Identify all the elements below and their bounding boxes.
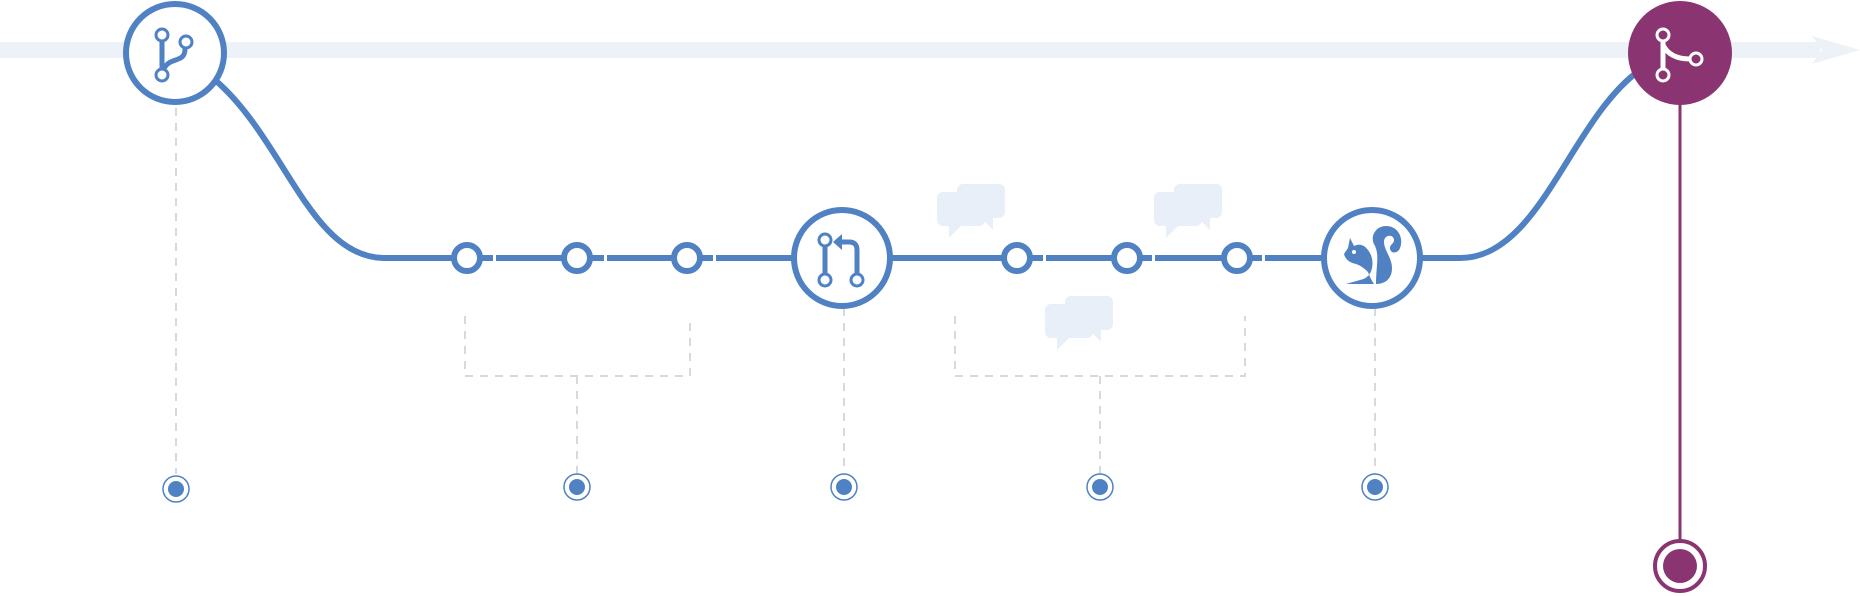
speech-bubble-icon: [1174, 184, 1222, 230]
squirrel-icon: [1344, 226, 1402, 284]
main-branch-track: [0, 36, 1860, 64]
commit-dot: [1001, 242, 1033, 274]
merge-disc: [1628, 1, 1732, 105]
deploy-ring: [1321, 207, 1423, 309]
pull-request: [791, 207, 893, 309]
marker-discuss-review: [1086, 473, 1114, 501]
review-2: [1111, 242, 1143, 274]
branch-start: [123, 1, 227, 105]
deploy: [1321, 207, 1423, 309]
commit-dot: [671, 242, 703, 274]
commit-dot: [1111, 242, 1143, 274]
gap-5: [1152, 254, 1155, 262]
git-merge-icon: [1655, 27, 1704, 83]
comment-bubbles-1: [937, 184, 1005, 238]
speech-bubble-icon: [957, 184, 1005, 230]
commit-1: [451, 242, 483, 274]
main-track-arrowhead: [1812, 36, 1860, 64]
dashed-connectors: [175, 108, 1376, 474]
gap-2: [604, 254, 607, 262]
git-branch-icon: [154, 27, 194, 83]
marker-open-pull-request: [830, 473, 858, 501]
gap-6: [1262, 254, 1265, 262]
marker-merge: [1653, 539, 1707, 593]
marker-deploy: [1361, 473, 1389, 501]
review-3: [1221, 242, 1253, 274]
comment-bubbles-3: [1045, 296, 1113, 350]
feature-branch-path: [212, 67, 1643, 261]
marker-add-commits: [563, 473, 591, 501]
commit-dot: [451, 242, 483, 274]
branch-start-ring: [123, 1, 227, 105]
bracket-reviews: [954, 316, 1246, 377]
marker-create-branch: [162, 475, 190, 503]
pull-request-icon: [817, 232, 865, 288]
segment-gaps: [493, 254, 1265, 262]
review-1: [1001, 242, 1033, 274]
pull-request-ring: [791, 207, 893, 309]
comment-bubbles-2: [1154, 184, 1222, 238]
commit-2: [561, 242, 593, 274]
gap-4: [1043, 254, 1046, 262]
speech-bubble-icon: [1065, 296, 1113, 342]
bracket-commits: [464, 316, 691, 377]
commit-dot: [561, 242, 593, 274]
commit-dot: [1221, 242, 1253, 274]
gap-1: [493, 254, 496, 262]
merge: [1628, 1, 1732, 105]
commit-3: [671, 242, 703, 274]
gap-3: [713, 254, 716, 262]
